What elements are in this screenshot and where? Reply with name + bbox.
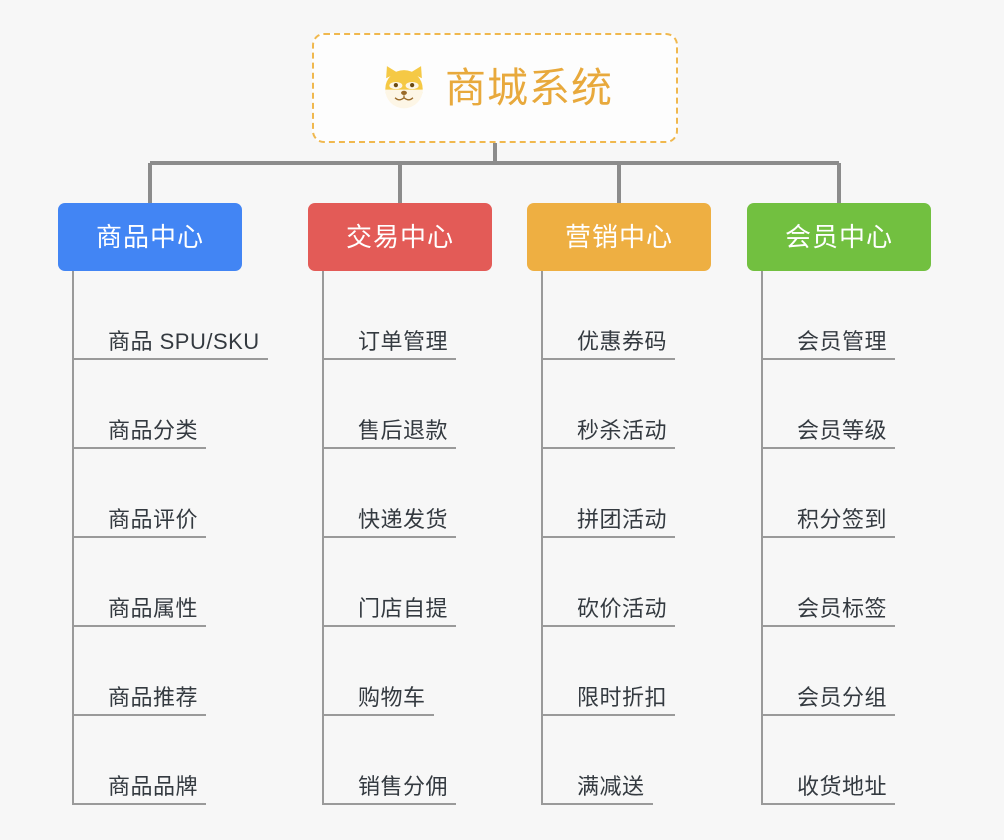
leaf-item[interactable]: 商品推荐 [74,627,268,716]
leaf-label: 商品 SPU/SKU [108,328,260,354]
leaf-label: 限时折扣 [577,684,668,710]
leaf-label: 售后退款 [358,417,449,443]
leaf-item[interactable]: 会员标签 [763,538,896,627]
leaf-item[interactable]: 商品评价 [74,449,268,538]
leaf-underline: 售后退款 [324,417,457,449]
leaf-list-0: 商品 SPU/SKU 商品分类商品评价商品属性商品推荐商品品牌 [72,271,268,805]
leaf-underline: 商品分类 [74,417,207,449]
leaf-label: 会员标签 [797,595,888,621]
leaf-item[interactable]: 积分签到 [763,449,896,538]
leaf-underline: 订单管理 [324,328,457,360]
branch-商品中心: 商品中心 [58,203,242,271]
leaf-underline: 砍价活动 [543,595,676,627]
leaf-underline: 会员等级 [763,417,896,449]
leaf-underline: 购物车 [324,684,434,716]
leaf-label: 快递发货 [358,506,449,532]
leaf-label: 商品评价 [108,506,199,532]
leaf-underline: 商品推荐 [74,684,207,716]
leaf-label: 会员管理 [797,328,888,354]
leaf-item[interactable]: 会员分组 [763,627,896,716]
root-title: 商城系统 [445,64,613,111]
leaf-underline: 会员管理 [763,328,896,360]
leaf-underline: 商品属性 [74,595,207,627]
leaf-label: 拼团活动 [577,506,668,532]
leaf-item[interactable]: 优惠券码 [543,271,676,360]
branch-head-2[interactable]: 营销中心 [527,203,711,271]
leaf-underline: 拼团活动 [543,506,676,538]
leaf-list-2: 优惠券码秒杀活动拼团活动砍价活动限时折扣满减送 [541,271,676,805]
leaf-item[interactable]: 购物车 [324,627,456,716]
leaf-item[interactable]: 订单管理 [324,271,457,360]
leaf-label: 秒杀活动 [577,417,668,443]
leaf-item[interactable]: 商品分类 [74,360,268,449]
leaf-underline: 会员分组 [763,684,896,716]
leaf-item[interactable]: 门店自提 [324,538,457,627]
branch-head-0[interactable]: 商品中心 [58,203,242,271]
leaf-item[interactable]: 会员管理 [763,271,896,360]
leaf-label: 收货地址 [797,773,888,799]
leaf-label: 会员分组 [797,684,888,710]
branch-head-label-3: 会员中心 [784,222,893,252]
leaf-label: 积分签到 [797,506,888,532]
leaf-underline: 积分签到 [763,506,896,538]
branch-head-label-0: 商品中心 [95,222,204,252]
leaf-underline: 销售分佣 [324,773,457,805]
leaf-item[interactable]: 满减送 [543,716,675,805]
leaf-underline: 收货地址 [763,773,896,805]
leaf-underline: 快递发货 [324,506,457,538]
leaf-label: 门店自提 [358,595,449,621]
leaf-underline: 商品评价 [74,506,207,538]
leaf-underline: 商品 SPU/SKU [74,328,268,360]
shiba-dog-face-icon [377,62,431,114]
leaf-item[interactable]: 收货地址 [763,716,896,805]
leaf-underline: 限时折扣 [543,684,676,716]
branch-head-3[interactable]: 会员中心 [747,203,931,271]
leaf-label: 砍价活动 [577,595,668,621]
leaf-item[interactable]: 售后退款 [324,360,457,449]
leaf-label: 商品属性 [108,595,199,621]
leaf-label: 商品分类 [108,417,199,443]
branch-营销中心: 营销中心 [527,203,711,271]
leaf-underline: 商品品牌 [74,773,207,805]
leaf-item[interactable]: 商品 SPU/SKU [74,271,268,360]
leaf-label: 商品推荐 [108,684,199,710]
leaf-label: 销售分佣 [358,773,449,799]
root-node[interactable]: 商城系统 [312,33,678,143]
leaf-list-3: 会员管理会员等级积分签到会员标签会员分组收货地址 [761,271,896,805]
branch-head-label-2: 营销中心 [564,222,673,252]
leaf-item[interactable]: 砍价活动 [543,538,676,627]
leaf-item[interactable]: 秒杀活动 [543,360,676,449]
leaf-underline: 秒杀活动 [543,417,676,449]
leaf-label: 满减送 [577,773,645,799]
leaf-label: 订单管理 [358,328,449,354]
leaf-underline: 满减送 [543,773,653,805]
leaf-item[interactable]: 商品品牌 [74,716,268,805]
leaf-label: 商品品牌 [108,773,199,799]
branch-head-label-1: 交易中心 [345,222,454,252]
leaf-item[interactable]: 销售分佣 [324,716,457,805]
leaf-label: 购物车 [358,684,426,710]
leaf-item[interactable]: 商品属性 [74,538,268,627]
leaf-item[interactable]: 限时折扣 [543,627,676,716]
leaf-item[interactable]: 会员等级 [763,360,896,449]
branch-会员中心: 会员中心 [747,203,931,271]
leaf-label: 会员等级 [797,417,888,443]
leaf-underline: 门店自提 [324,595,457,627]
branch-交易中心: 交易中心 [308,203,492,271]
leaf-underline: 会员标签 [763,595,896,627]
branch-head-1[interactable]: 交易中心 [308,203,492,271]
leaf-list-1: 订单管理售后退款快递发货门店自提购物车销售分佣 [322,271,457,805]
leaf-item[interactable]: 拼团活动 [543,449,676,538]
leaf-label: 优惠券码 [577,328,668,354]
leaf-underline: 优惠券码 [543,328,676,360]
leaf-item[interactable]: 快递发货 [324,449,457,538]
